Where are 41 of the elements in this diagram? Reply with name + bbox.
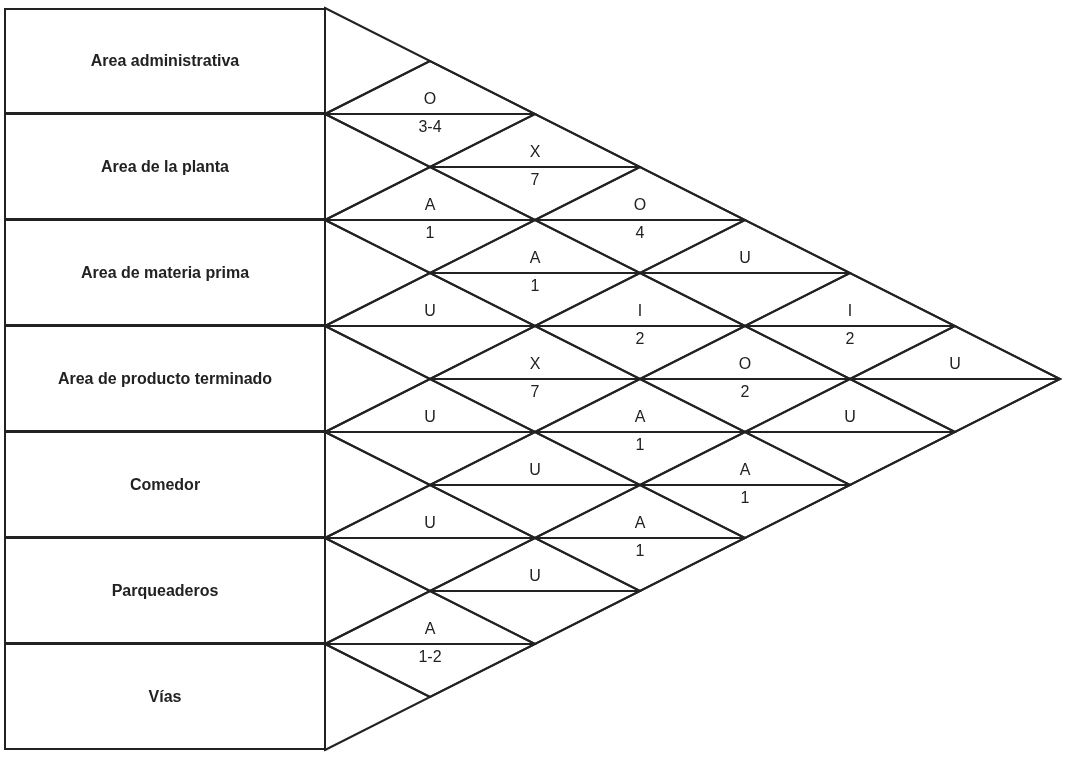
- relationship-code: X: [528, 143, 542, 161]
- relationship-code: A: [528, 249, 542, 267]
- reason-code: 2: [844, 330, 856, 348]
- relationship-code: I: [636, 302, 644, 320]
- area-box: Area de materia prima: [4, 219, 326, 326]
- reason-code: 1-2: [417, 648, 443, 666]
- relationship-code: U: [423, 302, 437, 320]
- area-box: Area de producto terminado: [4, 325, 326, 432]
- relationship-code: U: [738, 249, 752, 267]
- reason-code: 2: [634, 330, 646, 348]
- reason-code: 1: [634, 436, 646, 454]
- reason-code: 7: [529, 383, 541, 401]
- relationship-code: U: [843, 408, 857, 426]
- reason-code: 3-4: [417, 118, 443, 136]
- relationship-code: X: [528, 355, 542, 373]
- relationship-code: A: [423, 620, 437, 638]
- relationship-code: U: [528, 567, 542, 585]
- area-box: Parqueaderos: [4, 537, 326, 644]
- reason-code: 1: [424, 224, 436, 242]
- area-box: Vías: [4, 643, 326, 750]
- relationship-code: U: [423, 408, 437, 426]
- reason-code: 7: [529, 171, 541, 189]
- reason-code: 1: [529, 277, 541, 295]
- area-box: Area administrativa: [4, 8, 326, 114]
- relationship-code: A: [738, 461, 752, 479]
- relationship-code: A: [633, 514, 647, 532]
- relationship-code: O: [737, 355, 753, 373]
- relationship-code: O: [632, 196, 648, 214]
- relationship-code: I: [846, 302, 854, 320]
- reason-code: 2: [739, 383, 751, 401]
- relationship-code: U: [423, 514, 437, 532]
- relationship-code: U: [948, 355, 962, 373]
- area-box: Comedor: [4, 431, 326, 538]
- reason-code: 1: [739, 489, 751, 507]
- reason-code: 1: [634, 542, 646, 560]
- relationship-code: A: [633, 408, 647, 426]
- relationship-code: O: [422, 90, 438, 108]
- relationship-code: A: [423, 196, 437, 214]
- area-box: Area de la planta: [4, 113, 326, 220]
- reason-code: 4: [634, 224, 646, 242]
- relationship-code: U: [528, 461, 542, 479]
